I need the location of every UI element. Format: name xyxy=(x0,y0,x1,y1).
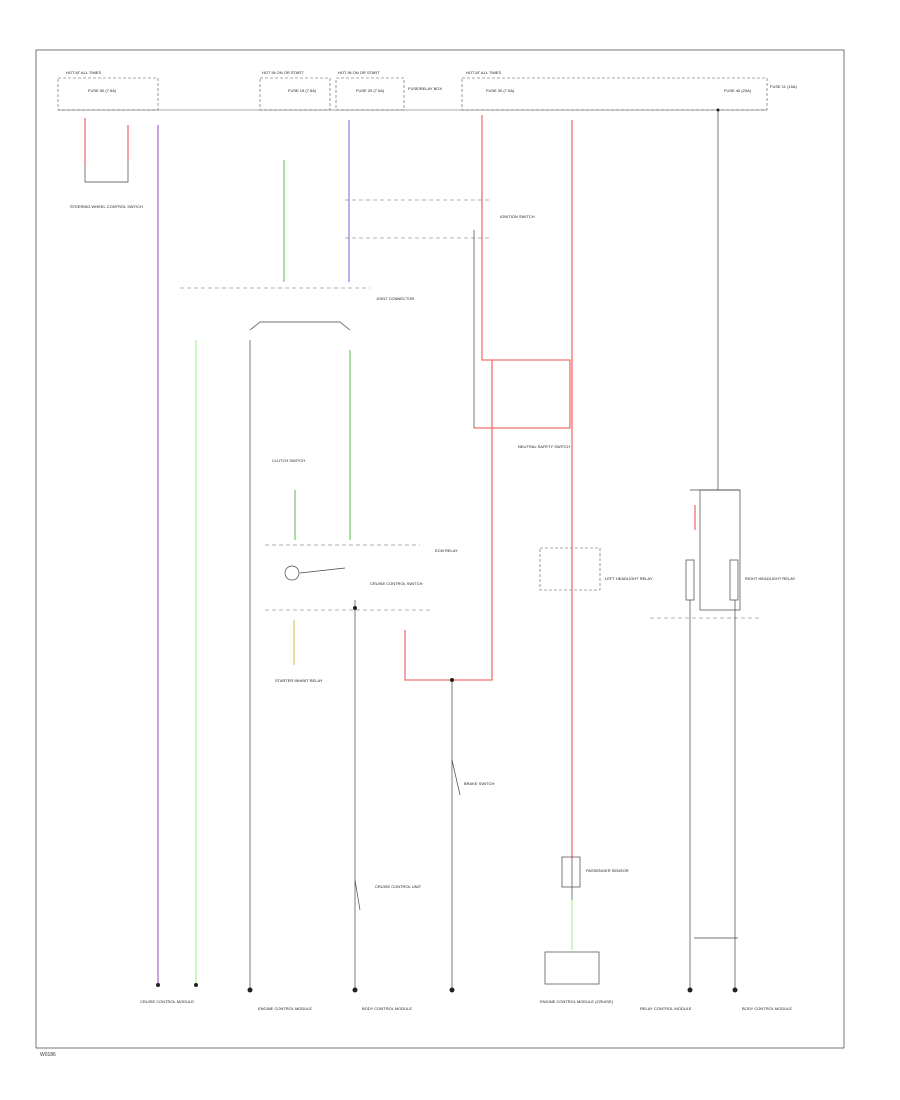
fuse-e-label: FUSE 40 (20A) xyxy=(724,88,752,93)
components xyxy=(84,160,739,985)
fuse-box-2 xyxy=(259,77,331,111)
bottom-label-6: BODY CONTROL MODULE xyxy=(742,1006,792,1011)
fuse-box-1-label: HOT AT ALL TIMES xyxy=(66,70,101,75)
steering-switch-label: STEERING WHEEL CONTROL SWITCH xyxy=(70,204,143,209)
fuse-a-label: FUSE 50 (7.5A) xyxy=(88,88,117,93)
terminals xyxy=(156,108,738,993)
switch-blade-2 xyxy=(451,759,461,796)
terminal-5 xyxy=(449,987,455,993)
diode-left xyxy=(685,559,695,601)
starter-inhibit-label: STARTER INHIBIT RELAY xyxy=(275,678,323,683)
fuse-d-label: FUSE 30 (7.5A) xyxy=(486,88,515,93)
power-label: FUSE/RELAY BOX xyxy=(408,86,442,91)
steering-switch-shape xyxy=(84,160,129,183)
bottom-label-1: CRUISE CONTROL MODULE xyxy=(140,999,194,1004)
terminal-4 xyxy=(352,987,358,993)
fuse-box-4 xyxy=(461,77,768,111)
fuse-box-group xyxy=(57,77,768,591)
module-box xyxy=(544,951,600,985)
ecm-relay-label: ECM RELAY xyxy=(435,548,458,553)
lamp-icon xyxy=(284,565,300,581)
footer-code: W0186 xyxy=(40,1052,56,1058)
switch-blade-3 xyxy=(354,879,361,911)
black-wires xyxy=(249,110,741,990)
bottom-label-2: ENGINE CONTROL MODULE xyxy=(258,1006,312,1011)
switch-blade-1 xyxy=(299,567,346,574)
junction-dot-3 xyxy=(716,108,720,112)
terminal-1 xyxy=(156,983,160,987)
fuse-box-5 xyxy=(539,547,601,591)
ignition-label: IGNITION SWITCH xyxy=(500,214,535,219)
connector-lines xyxy=(180,199,760,619)
bottom-label-3: BODY CONTROL MODULE xyxy=(362,1006,412,1011)
terminal-2 xyxy=(194,983,198,987)
right-relay-label: RIGHT HEADLIGHT RELAY xyxy=(745,576,796,581)
sensor-box xyxy=(561,856,581,888)
fuse-f-label: FUSE 11 (15A) xyxy=(770,84,797,89)
fuse-box-3 xyxy=(335,77,405,111)
fuse-b-label: FUSE 15 (7.5A) xyxy=(288,88,317,93)
fuse-c-label: FUSE 20 (7.5A) xyxy=(356,88,385,93)
relay-right-box xyxy=(699,489,741,611)
fuse-box-3-label: HOT IN ON OR START xyxy=(338,70,380,75)
nss-label: NEUTRAL SAFETY SWITCH xyxy=(518,444,570,449)
terminal-3 xyxy=(247,987,253,993)
junction-dot-1 xyxy=(450,678,454,682)
wire-black-9 xyxy=(249,321,351,331)
terminal-6 xyxy=(687,987,693,993)
junction-dot-2 xyxy=(353,606,357,610)
cruise-switch-label: CRUISE CONTROL SWITCH xyxy=(370,581,423,586)
cruise-unit-label: CRUISE CONTROL UNIT xyxy=(375,884,422,889)
brake-switch-label: BRAKE SWITCH xyxy=(464,781,495,786)
clutch-label: CLUTCH SWITCH xyxy=(272,458,305,463)
terminal-7 xyxy=(732,987,738,993)
fuse-box-1 xyxy=(57,77,159,111)
bottom-label-5: RELAY CONTROL MODULE xyxy=(640,1006,692,1011)
junction-label: JOINT CONNECTOR xyxy=(376,296,414,301)
bottom-label-4: ENGINE CONTROL MODULE (CRUISE) xyxy=(540,999,614,1004)
left-relay-label: LEFT HEADLIGHT RELAY xyxy=(605,576,653,581)
wire-red-bridge xyxy=(474,359,571,429)
fuse-box-2-label: HOT IN ON OR START xyxy=(262,70,304,75)
fuse-box-4-label: HOT AT ALL TIMES xyxy=(466,70,501,75)
wire-red-loop xyxy=(404,115,493,681)
passenger-sensor-label: PASSENGER SENSOR xyxy=(586,868,629,873)
wires xyxy=(84,115,696,985)
diagram-frame xyxy=(35,49,845,1049)
diode-right xyxy=(729,559,739,601)
